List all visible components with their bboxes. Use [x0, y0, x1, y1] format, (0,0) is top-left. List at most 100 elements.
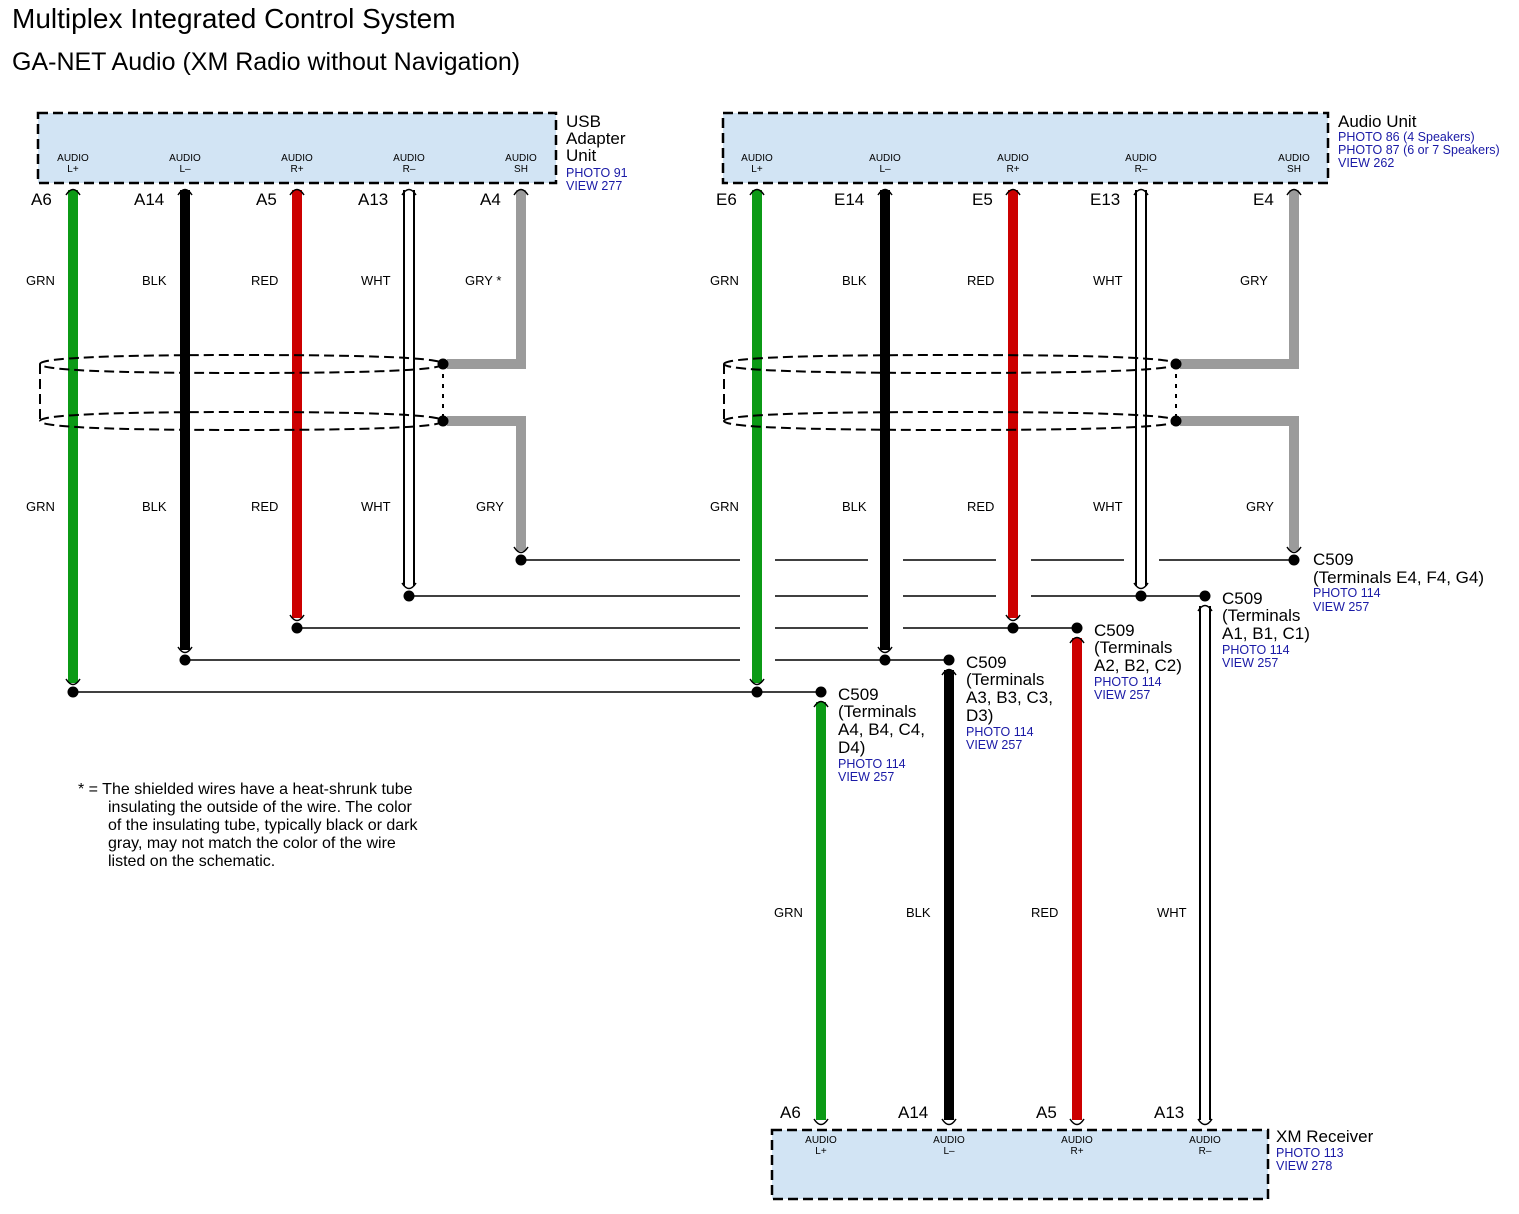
- xm-pin-cap-0: [813, 1118, 829, 1126]
- audio-pin-2-signal: L–: [879, 164, 891, 175]
- audio-pin-1-signal: L+: [751, 164, 763, 175]
- usb-pin-1-name: AUDIO: [57, 153, 89, 164]
- wire-label-audio-blk-bottom: BLK: [842, 499, 867, 514]
- usb-shield-upper: [39, 353, 445, 375]
- wire-label-usb-red-top: RED: [251, 273, 279, 288]
- xm-pin-cap-1: [941, 1118, 957, 1126]
- c509-abc3-label-3: A3, B3, C3,: [966, 688, 1053, 707]
- xm-pin-cap-3: [1197, 1118, 1213, 1126]
- audio-blk-end-cap: [877, 646, 893, 654]
- audio-terminal-e14: E14: [834, 190, 865, 209]
- audio-shield-lower: [723, 410, 1178, 432]
- usb-adapter-unit-box: [36, 111, 558, 185]
- page-subtitle: GA-NET Audio (XM Radio without Navigatio…: [12, 48, 521, 76]
- audio-pin-1-name: AUDIO: [741, 153, 773, 164]
- c509-efg-photo: PHOTO 114: [1313, 586, 1381, 600]
- usb-wire-gry-lower: [447, 416, 526, 551]
- c509-abc1-view: VIEW 257: [1222, 656, 1279, 670]
- audio-pin-cap-3: [1133, 188, 1149, 196]
- wire-label-audio-gry-top: GRY: [1240, 273, 1268, 288]
- c509-abcd4-label-4: D4): [838, 738, 866, 757]
- page-title: Multiplex Integrated Control System: [12, 3, 456, 34]
- usb-grn-end-cap: [65, 678, 81, 686]
- audio-pin-5-name: AUDIO: [1278, 153, 1310, 164]
- audio-red-end-cap: [1005, 614, 1021, 622]
- audio-unit-title: Audio Unit: [1338, 112, 1417, 131]
- audio-gry-end-cap: [1286, 546, 1302, 554]
- audio-pin-3-signal: R+: [1006, 164, 1020, 175]
- wire-label-xm-wht: WHT: [1157, 905, 1187, 920]
- c509-abc1-node: [1199, 590, 1211, 602]
- usb-shield-lower: [39, 410, 445, 432]
- c509-abc1-label-1: C509: [1222, 589, 1263, 608]
- usb-pin-4-signal: R–: [402, 164, 416, 175]
- xm-pin-4-signal: R–: [1198, 1146, 1212, 1157]
- c509-abc2-label-3: A2, B2, C2): [1094, 656, 1182, 675]
- wire-label-usb-gry-top: GRY *: [465, 273, 502, 288]
- footnote-line-4: gray, may not match the color of the wir…: [108, 835, 396, 852]
- c509-abc3-label-1: C509: [966, 653, 1007, 672]
- wire-label-usb-grn-top: GRN: [26, 273, 55, 288]
- c509-abc1-label-3: A1, B1, C1): [1222, 624, 1310, 643]
- audio-unit-ref-view: VIEW 262: [1338, 156, 1395, 170]
- wire-label-audio-wht-top: WHT: [1093, 273, 1123, 288]
- audio-terminal-e5: E5: [972, 190, 993, 209]
- wire-label-usb-blk-bottom: BLK: [142, 499, 167, 514]
- wire-label-usb-gry-bottom: GRY: [476, 499, 504, 514]
- xm-receiver-title: XM Receiver: [1276, 1127, 1374, 1146]
- usb-terminal-a14: A14: [134, 190, 165, 209]
- wire-label-usb-wht-top: WHT: [361, 273, 391, 288]
- wire-label-audio-red-top: RED: [967, 273, 995, 288]
- c509-abc2-label-1: C509: [1094, 621, 1135, 640]
- audio-wire-gry-upper: [1180, 190, 1299, 369]
- audio-pin-5-signal: SH: [1287, 164, 1301, 175]
- footnote-line-5: listed on the schematic.: [108, 853, 276, 870]
- xm-pin-2-name: AUDIO: [933, 1135, 965, 1146]
- audio-shield-upper: [723, 353, 1178, 375]
- xm-terminal-a14: A14: [898, 1103, 929, 1122]
- usb-terminal-a13: A13: [358, 190, 389, 209]
- xm-terminal-a5: A5: [1036, 1103, 1057, 1122]
- xm-pin-4-name: AUDIO: [1189, 1135, 1221, 1146]
- usb-gry-end-cap: [513, 546, 529, 554]
- wire-label-audio-gry-bottom: GRY: [1246, 499, 1274, 514]
- usb-blk-end-cap: [177, 646, 193, 654]
- audio-shield-dot-top: [1170, 358, 1182, 370]
- audio-r-plus-node: [1007, 622, 1019, 634]
- c509-abc3-view: VIEW 257: [966, 738, 1023, 752]
- usb-pin-5-signal: SH: [514, 164, 528, 175]
- xm-pin-3-name: AUDIO: [1061, 1135, 1093, 1146]
- c509-efg-label-1: C509: [1313, 550, 1354, 569]
- c509-efg-view: VIEW 257: [1313, 600, 1370, 614]
- wire-label-usb-wht-bottom: WHT: [361, 499, 391, 514]
- usb-red-end-cap: [289, 614, 305, 622]
- wire-label-usb-red-bottom: RED: [251, 499, 279, 514]
- audio-pin-2-name: AUDIO: [869, 153, 901, 164]
- shielded-wire-footnote: * = The shielded wires have a heat-shrun…: [78, 781, 418, 871]
- usb-terminal-a6: A6: [31, 190, 52, 209]
- usb-pin-2-name: AUDIO: [169, 153, 201, 164]
- c509-abcd4-label-2: (Terminals: [838, 702, 917, 721]
- audio-l-minus-node: [879, 654, 891, 666]
- usb-pin-3-name: AUDIO: [281, 153, 313, 164]
- xm-pin-1-signal: L+: [815, 1146, 827, 1157]
- xm-receiver-ref-photo: PHOTO 113: [1276, 1146, 1344, 1160]
- c509-abc3-photo: PHOTO 114: [966, 725, 1034, 739]
- audio-pin-4-name: AUDIO: [1125, 153, 1157, 164]
- xm-grn-top-cap: [813, 700, 829, 708]
- c509-abcd4-view: VIEW 257: [838, 770, 895, 784]
- wire-label-audio-wht-bottom: WHT: [1093, 499, 1123, 514]
- c509-abcd4-label-1: C509: [838, 685, 879, 704]
- c509-abc2-view: VIEW 257: [1094, 688, 1151, 702]
- c509-abc2-photo: PHOTO 114: [1094, 675, 1162, 689]
- usb-unit-ref-view: VIEW 277: [566, 179, 623, 193]
- audio-l-plus-node: [751, 686, 763, 698]
- xm-terminal-a13: A13: [1154, 1103, 1185, 1122]
- audio-terminal-e13: E13: [1090, 190, 1121, 209]
- wire-label-usb-blk-top: BLK: [142, 273, 167, 288]
- audio-shield-dot-bottom: [1170, 415, 1182, 427]
- usb-wire-gry-upper: [447, 190, 526, 369]
- usb-l-plus-node: [67, 686, 79, 698]
- usb-unit-title-3: Unit: [566, 146, 597, 165]
- audio-unit-box: [721, 111, 1330, 185]
